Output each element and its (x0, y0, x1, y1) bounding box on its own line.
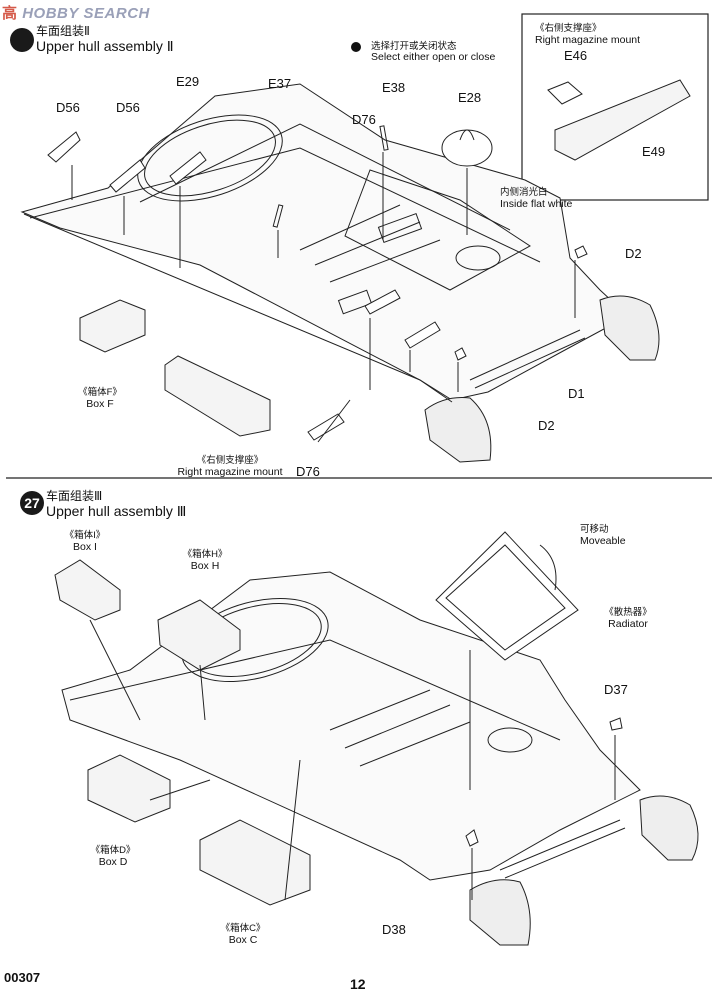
kit-code: 00307 (4, 970, 41, 985)
step26-title-en: Upper hull assembly Ⅱ (36, 38, 174, 54)
right-magazine-mount-label: 《右侧支撑座》 Right magazine mount (177, 455, 283, 478)
step27-title-en: Upper hull assembly Ⅲ (46, 503, 187, 519)
step27-badge: 27 (20, 491, 44, 515)
part-label-d2-b: D2 (538, 418, 555, 433)
box-c-label: 《箱体C》 Box C (220, 923, 266, 946)
inside-flat-white-label: 内侧消光白 Inside flat white (500, 187, 573, 210)
part-label-d2-a: D2 (625, 246, 642, 261)
part-label-d56-b: D56 (116, 100, 140, 115)
part-label-d76-b: D76 (296, 464, 320, 479)
box-f-label: 《箱体F》 Box F (78, 387, 122, 410)
part-label-e49: E49 (642, 144, 666, 159)
part-label-e38: E38 (382, 80, 406, 95)
part-label-d76-a: D76 (352, 112, 376, 127)
part-label-d38: D38 (382, 922, 406, 937)
page-number: 12 (350, 976, 366, 992)
radiator-label: 《散热器》 Radiator (604, 607, 652, 630)
part-label-e28: E28 (458, 90, 482, 105)
option-note-en: Select either open or close (371, 51, 496, 63)
moveable-label: 可移动 Moveable (580, 524, 626, 547)
part-label-d56-a: D56 (56, 100, 80, 115)
part-label-d1: D1 (568, 386, 585, 401)
watermark-logo: 高 HOBBY SEARCH (2, 5, 150, 22)
box-h-label: 《箱体H》 Box H (182, 549, 228, 572)
hull-step26 (20, 83, 660, 463)
part-label-e46: E46 (564, 48, 588, 63)
step-number-badge (10, 28, 34, 52)
part-label-e37: E37 (268, 76, 292, 91)
attention-icon (351, 42, 361, 52)
part-label-d37: D37 (604, 682, 628, 697)
inset-title: 《右侧支撑座》 Right magazine mount (535, 23, 641, 46)
box-d-label: 《箱体D》 Box D (90, 845, 136, 868)
box-i-label: 《箱体I》 Box I (64, 530, 106, 553)
step27-title-zh: 车面组装Ⅲ (46, 489, 103, 503)
option-note-zh: 选择打开或关闭状态 (371, 41, 457, 52)
step26-title-zh: 车面组装Ⅱ (36, 24, 90, 38)
inset-frame (521, 13, 709, 201)
part-label-e29: E29 (176, 74, 200, 89)
